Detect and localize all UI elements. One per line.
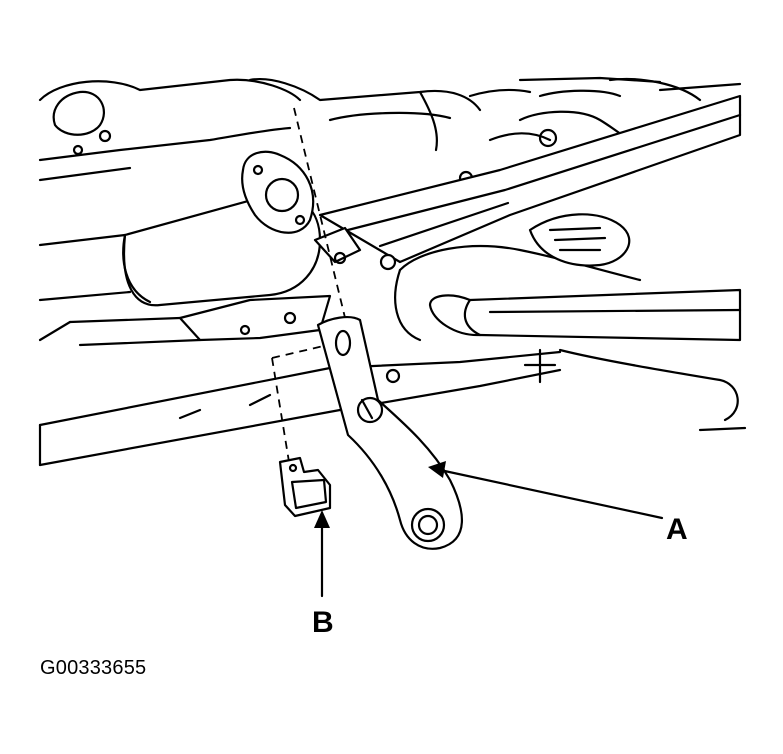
figure-code: G00333655 (40, 657, 147, 679)
assembly-guide-lines (271, 107, 349, 469)
callout-arrow-b (314, 510, 330, 598)
callout-arrow-a (428, 461, 664, 520)
clip-part-b (278, 456, 332, 518)
undercarriage-background (38, 76, 747, 467)
bracket-part-a (316, 316, 463, 550)
callout-label-b: B (312, 606, 334, 639)
callout-label-a: A (666, 513, 688, 546)
